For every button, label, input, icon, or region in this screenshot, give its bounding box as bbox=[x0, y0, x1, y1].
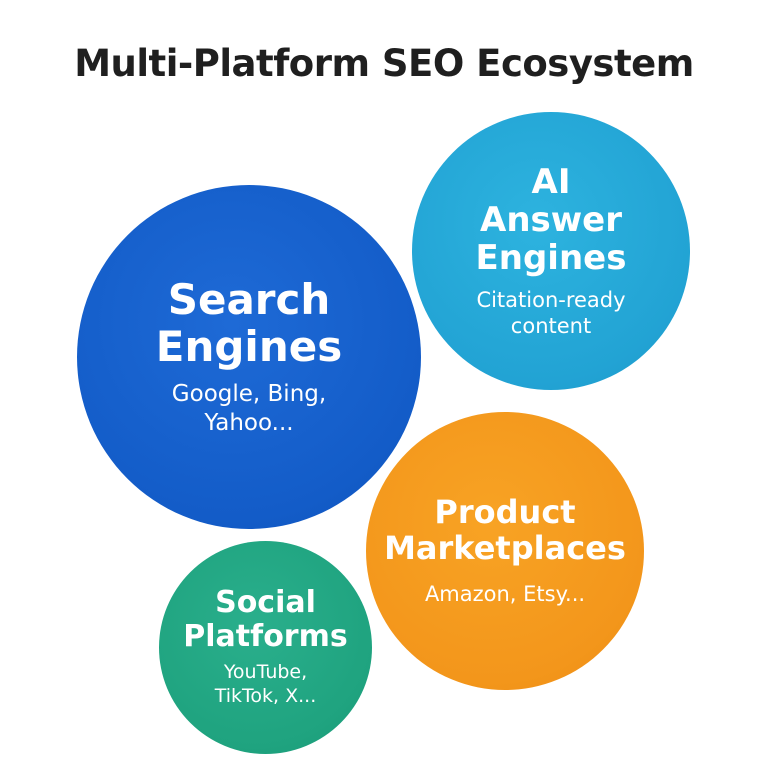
ai-answer-engines-heading: AI Answer Engines bbox=[475, 161, 627, 278]
search-engines-heading: Search Engines bbox=[155, 275, 343, 372]
diagram-title: Multi-Platform SEO Ecosystem bbox=[74, 42, 694, 85]
product-marketplaces-heading: Product Marketplaces bbox=[384, 493, 626, 567]
social-platforms-bubble: Social Platforms YouTube, TikTok, X... bbox=[159, 541, 372, 754]
search-engines-examples: Google, Bing, Yahoo... bbox=[171, 381, 327, 437]
ai-answer-engines-bubble: AI Answer Engines Citation-ready content bbox=[412, 112, 690, 390]
search-engines-bubble: Search Engines Google, Bing, Yahoo... bbox=[77, 185, 421, 529]
ai-answer-engines-description: Citation-ready content bbox=[476, 287, 626, 339]
product-marketplaces-examples: Amazon, Etsy... bbox=[424, 581, 586, 606]
social-platforms-heading: Social Platforms bbox=[183, 585, 348, 654]
product-marketplaces-bubble: Product Marketplaces Amazon, Etsy... bbox=[366, 412, 644, 690]
social-platforms-examples: YouTube, TikTok, X... bbox=[214, 661, 317, 708]
